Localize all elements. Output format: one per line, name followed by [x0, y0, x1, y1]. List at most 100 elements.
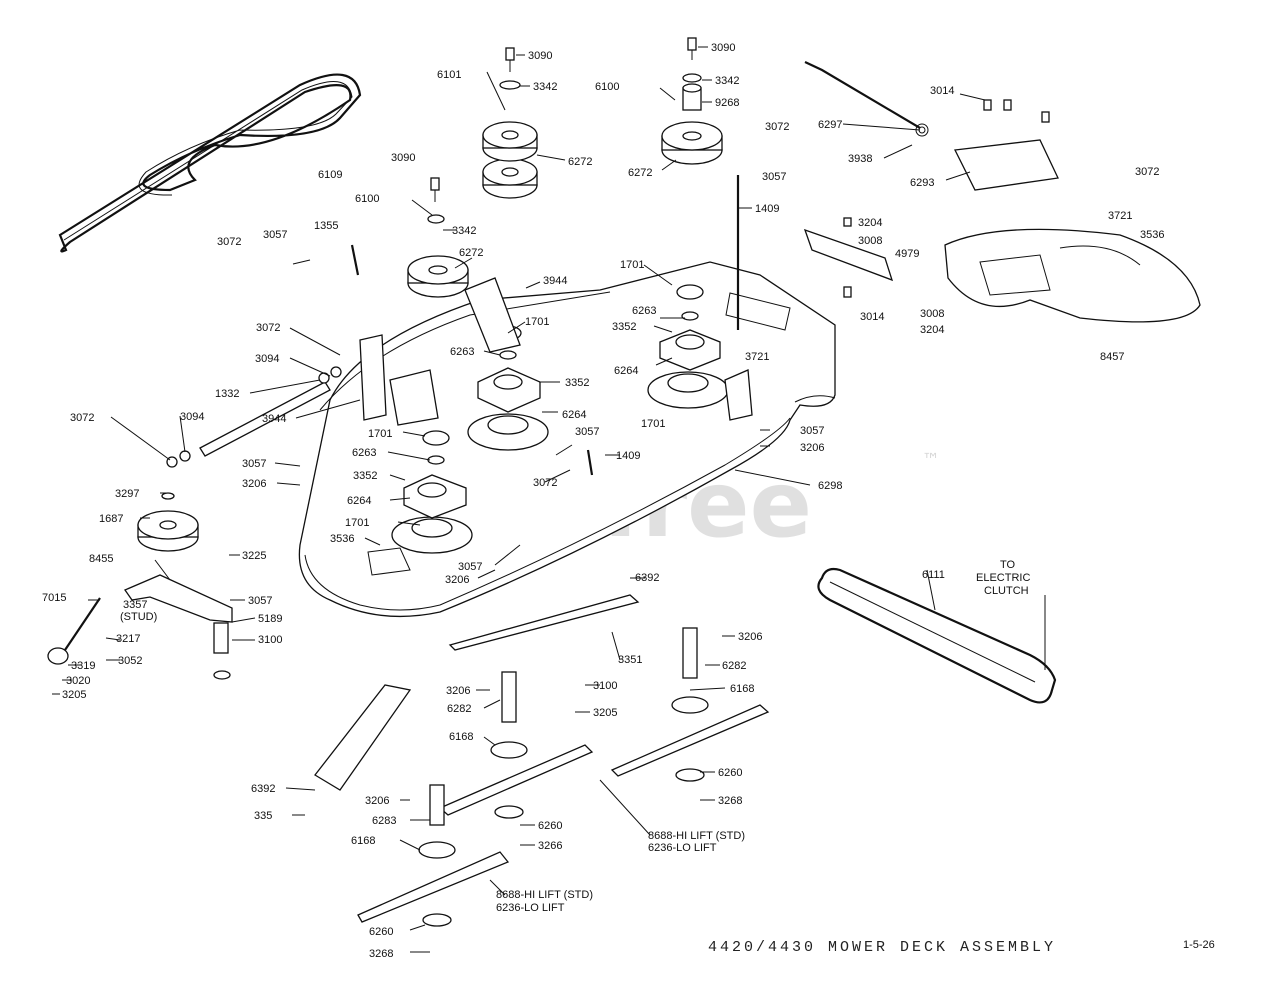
label-6392: 6392: [251, 783, 275, 795]
blade-left: [357, 851, 510, 923]
bracket-3944-left: [359, 334, 387, 421]
label-3100: 3100: [593, 680, 617, 692]
label-3008: 3008: [858, 235, 882, 247]
label-6298: 6298: [818, 480, 842, 492]
label-3944: 3944: [262, 413, 286, 425]
spindle-left: [391, 430, 473, 554]
label-6283: 6283: [372, 815, 396, 827]
label-3072: 3072: [765, 121, 789, 133]
label-3206: 3206: [242, 478, 266, 490]
roller-3319: [47, 647, 69, 665]
label-8457: 8457: [1100, 351, 1124, 363]
label-3352: 3352: [565, 377, 589, 389]
label-3057: 3057: [575, 426, 599, 438]
idler-pulley-1687: [137, 492, 199, 552]
label-6260: 6260: [718, 767, 742, 779]
label-3217: 3217: [116, 633, 140, 645]
label-3094: 3094: [255, 353, 279, 365]
label-to: TO: [1000, 559, 1016, 571]
rod-1355: [350, 244, 360, 276]
label-3268: 3268: [369, 948, 393, 960]
label-1701: 1701: [345, 517, 369, 529]
label-3008: 3008: [920, 308, 944, 320]
label-6282: 6282: [722, 660, 746, 672]
label-3057: 3057: [762, 171, 786, 183]
pulley-6272-right: [661, 73, 723, 165]
label-3090: 3090: [528, 50, 552, 62]
label-6236: 6236-LO LIFT: [648, 842, 717, 854]
bracket-right: [724, 369, 753, 421]
label-6272: 6272: [628, 167, 652, 179]
label-3206: 3206: [800, 442, 824, 454]
label-3225: 3225: [242, 550, 266, 562]
label-3014: 3014: [860, 311, 884, 323]
label-3352: 3352: [353, 470, 377, 482]
label-335: 335: [254, 810, 272, 822]
label-3090: 3090: [711, 42, 735, 54]
watermark-trademark: ™: [922, 450, 940, 471]
label-6111: 6111: [922, 569, 945, 581]
label-1701: 1701: [641, 418, 665, 430]
label-6260: 6260: [538, 820, 562, 832]
label-8688: 8688-HI LIFT (STD): [648, 830, 745, 842]
label-8455: 8455: [89, 553, 113, 565]
blade-right: [610, 704, 770, 777]
label-1332: 1332: [215, 388, 239, 400]
label-3205: 3205: [62, 689, 86, 701]
label-3342: 3342: [715, 75, 739, 87]
label-6236: 6236-LO LIFT: [496, 902, 565, 914]
label-3057: 3057: [263, 229, 287, 241]
label-clutch: CLUTCH: [984, 585, 1029, 597]
spindle-shafts: [418, 627, 709, 927]
label-3206: 3206: [445, 574, 469, 586]
label-5189: 5189: [258, 613, 282, 625]
label-6168: 6168: [351, 835, 375, 847]
label-3721: 3721: [1108, 210, 1132, 222]
label-3319: 3319: [71, 660, 95, 672]
label-1701: 1701: [525, 316, 549, 328]
rod-1409-center: [586, 449, 594, 476]
lift-rod-1332: [166, 366, 342, 468]
label-7015: 7015: [42, 592, 66, 604]
label-3072: 3072: [533, 477, 557, 489]
label-3204: 3204: [920, 324, 944, 336]
label-3057: 3057: [800, 425, 824, 437]
label-3014: 3014: [930, 85, 954, 97]
label-6264: 6264: [347, 495, 371, 507]
label-6282: 6282: [447, 703, 471, 715]
label-3266: 3266: [538, 840, 562, 852]
label-3057: 3057: [458, 561, 482, 573]
label-3206: 3206: [446, 685, 470, 697]
label-6263: 6263: [632, 305, 656, 317]
label-3351: 3351: [618, 654, 642, 666]
label-3536: 3536: [330, 533, 354, 545]
drive-belt-6111: [817, 567, 1057, 704]
label-1409: 1409: [755, 203, 779, 215]
blade-center: [438, 744, 594, 816]
blade-6392-right: [448, 594, 640, 651]
bracket-plate: [389, 369, 439, 426]
blade-6392-left: [314, 684, 412, 791]
label-1687: 1687: [99, 513, 123, 525]
deck-opening-3721: [725, 292, 791, 331]
idler-arm-8455: [124, 574, 233, 623]
label-6109: 6109: [318, 169, 342, 181]
label-1355: 1355: [314, 220, 338, 232]
label-9268: 9268: [715, 97, 739, 109]
label-electric: ELECTRIC: [976, 572, 1030, 584]
label-3204: 3204: [858, 217, 882, 229]
page-code: 1-5-26: [1183, 939, 1215, 951]
label-3057: 3057: [242, 458, 266, 470]
label-6101: 6101: [437, 69, 461, 81]
label-3100: 3100: [258, 634, 282, 646]
label-3057: 3057: [248, 595, 272, 607]
bolts: [430, 37, 1050, 298]
part-labels: 3090 3342 6101 6272 3090 3342 6100 9268 …: [42, 42, 1164, 960]
label-6100: 6100: [595, 81, 619, 93]
label-8688: 8688-HI LIFT (STD): [496, 889, 593, 901]
label-3090: 3090: [391, 152, 415, 164]
label-4979: 4979: [895, 248, 919, 260]
label-1701: 1701: [368, 428, 392, 440]
drive-belt-6109: [58, 73, 362, 253]
label-3206: 3206: [365, 795, 389, 807]
